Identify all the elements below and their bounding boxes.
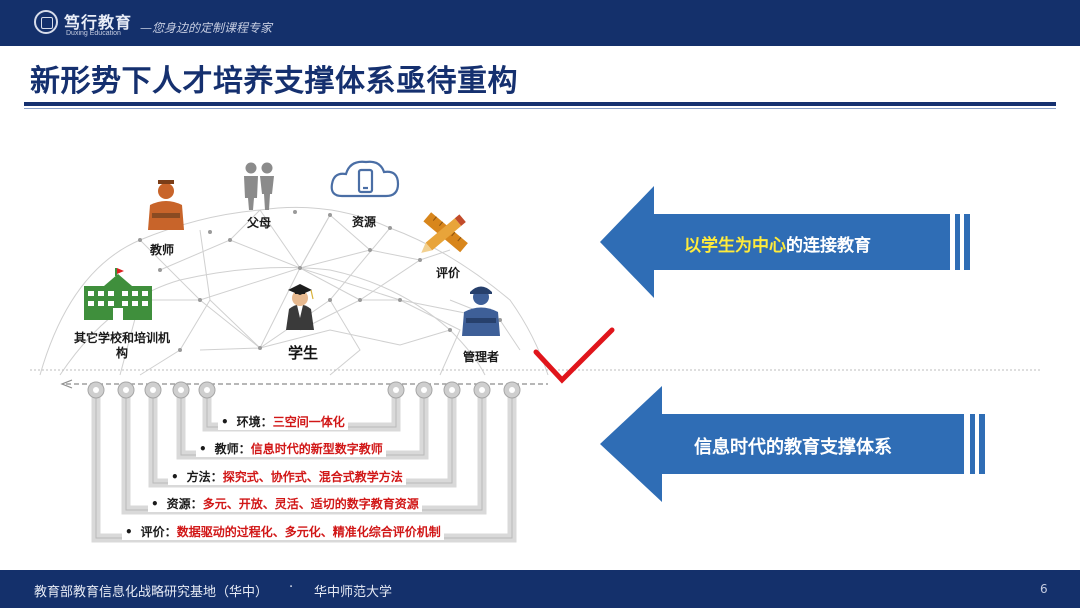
footer-separator: · bbox=[289, 580, 294, 595]
brand-english-name: Duxing Education bbox=[66, 30, 121, 37]
brand-name: 笃行教育 bbox=[64, 13, 133, 32]
logo-icon bbox=[34, 10, 58, 34]
layer-value: 多元、开放、灵活、适切的数字教育资源 bbox=[202, 497, 419, 511]
student-graduate-icon bbox=[286, 284, 314, 330]
layer-key: 方法： bbox=[186, 470, 223, 484]
layer-evaluation: • 评价：数据驱动的过程化、多元化、精准化综合评价机制 bbox=[122, 523, 444, 540]
page-title: 新形势下人才培养支撑体系亟待重构 bbox=[30, 64, 518, 99]
title-divider bbox=[24, 102, 1056, 106]
header-bar bbox=[0, 0, 1080, 46]
arrow-shape-connected-education bbox=[600, 186, 970, 298]
layer-value: 信息时代的新型数字教师 bbox=[250, 442, 383, 456]
callout-highlight: 以学生为中心 bbox=[684, 236, 786, 256]
callout-rest: 的连接教育 bbox=[786, 236, 871, 256]
callout-support-system: 信息时代的教育支撑体系 bbox=[694, 437, 892, 458]
parents-icon bbox=[244, 162, 274, 210]
role-label-manager: 管理者 bbox=[463, 350, 500, 364]
layer-environment: • 环境：三空间一体化 bbox=[218, 413, 348, 430]
brand-slogan: —您身边的定制课程专家 bbox=[140, 21, 273, 35]
role-label-parents: 父母 bbox=[247, 216, 272, 230]
layer-key: 资源： bbox=[166, 497, 203, 511]
footer-bar bbox=[0, 570, 1080, 608]
footer-organization: 教育部教育信息化战略研究基地（华中） bbox=[34, 585, 269, 600]
role-label-other-schools: 其它学校和培训机构 bbox=[74, 331, 171, 360]
cloud-phone-icon bbox=[330, 160, 400, 198]
layer-key: 教师： bbox=[214, 442, 251, 456]
dashed-arrow-head bbox=[60, 379, 73, 389]
layer-value: 三空间一体化 bbox=[272, 415, 345, 429]
check-mark-icon bbox=[533, 327, 615, 384]
layer-value: 数据驱动的过程化、多元化、精准化综合评价机制 bbox=[176, 525, 441, 539]
bullet-icon: • bbox=[151, 497, 159, 511]
student-label: 学生 bbox=[288, 344, 319, 362]
layer-key: 环境： bbox=[236, 415, 273, 429]
bullet-icon: • bbox=[199, 442, 207, 456]
layer-resources: • 资源：多元、开放、灵活、适切的数字教育资源 bbox=[148, 495, 422, 512]
role-label-resources: 资源 bbox=[352, 215, 377, 229]
ring-nodes bbox=[87, 381, 521, 399]
title-divider-thin bbox=[24, 108, 1056, 109]
layer-teacher: • 教师：信息时代的新型数字教师 bbox=[196, 440, 386, 457]
bullet-icon: • bbox=[221, 415, 229, 429]
layer-method: • 方法：探究式、协作式、混合式教学方法 bbox=[168, 468, 406, 485]
role-label-evaluation: 评价 bbox=[436, 266, 461, 280]
footer-university: 华中师范大学 bbox=[314, 585, 393, 600]
arrow-shape-support-system bbox=[600, 386, 985, 502]
pencil-ruler-icon bbox=[421, 212, 468, 253]
manager-icon bbox=[462, 286, 500, 336]
school-building-icon bbox=[84, 268, 152, 320]
role-label-teacher: 教师 bbox=[150, 243, 175, 257]
callout-connected-education: 以学生为中心的连接教育 bbox=[684, 231, 871, 256]
layer-value: 探究式、协作式、混合式教学方法 bbox=[222, 470, 403, 484]
page-number: 6 bbox=[1040, 582, 1048, 596]
bullet-icon: • bbox=[125, 525, 133, 539]
teacher-icon bbox=[148, 180, 184, 230]
bullet-icon: • bbox=[171, 470, 179, 484]
layer-key: 评价： bbox=[140, 525, 177, 539]
